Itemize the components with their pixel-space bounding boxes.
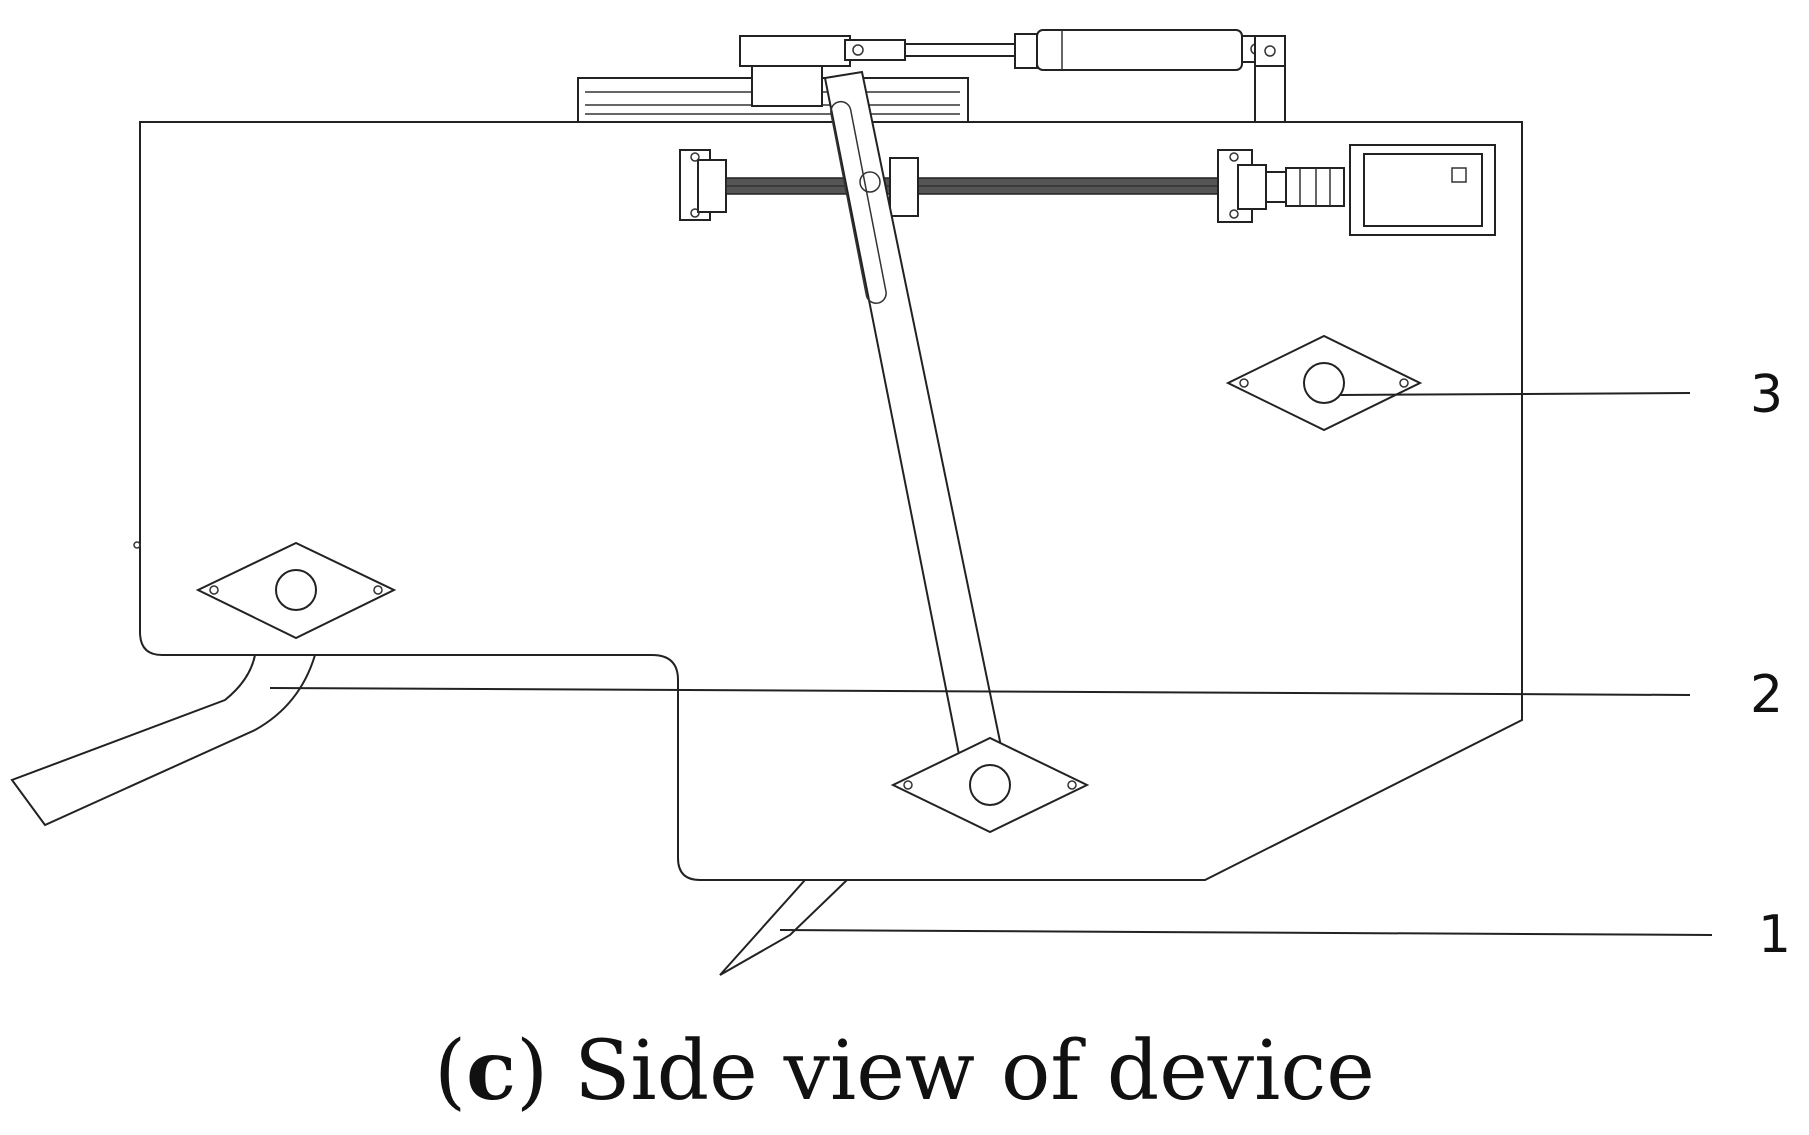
slider-block bbox=[739, 35, 851, 107]
mount-flange-pivot bbox=[890, 736, 1090, 834]
caption-open-paren: ( bbox=[434, 1024, 467, 1119]
caption-text: Side view of device bbox=[574, 1024, 1375, 1119]
blade bbox=[719, 879, 850, 976]
discharge-chute bbox=[10, 654, 317, 827]
leader-line-2 bbox=[269, 687, 1691, 696]
leader-line-1 bbox=[779, 929, 1713, 936]
mount-flange-3 bbox=[1225, 334, 1423, 432]
part-label-2: 2 bbox=[1750, 665, 1783, 725]
caption-letter: c bbox=[466, 1023, 517, 1119]
frame-pin bbox=[133, 541, 141, 549]
main-frame bbox=[139, 121, 1523, 881]
part-label-3: 3 bbox=[1750, 365, 1783, 425]
mount-flange-left bbox=[195, 541, 397, 640]
push-rod-actuator bbox=[844, 29, 1271, 71]
leader-line-3 bbox=[1339, 392, 1691, 396]
figure-caption: (c) Side view of device bbox=[0, 1030, 1809, 1113]
caption-close-paren: ) bbox=[516, 1024, 549, 1119]
actuator-bracket bbox=[1254, 35, 1286, 123]
part-label-1: 1 bbox=[1758, 905, 1791, 965]
